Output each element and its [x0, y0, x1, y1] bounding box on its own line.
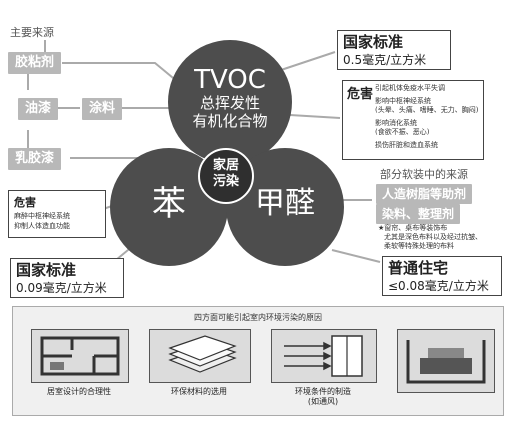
tvoc-hazard-item-3: (头晕、头痛、嗜睡、无力、胸闷): [375, 106, 479, 114]
center-badge: 家居 污染: [198, 148, 254, 204]
source-oil-paint-tag: 油漆: [18, 98, 59, 120]
formaldehyde-circle: 甲醛: [226, 148, 344, 266]
tvoc-circle: TVOC 总挥发性 有机化合物: [168, 40, 292, 164]
tvoc-hazard-item-6: 损伤肝脏和造血系统: [375, 141, 438, 149]
benzene-standard-value: 0.09毫克/立方米: [16, 281, 107, 295]
benzene-hazard-item-1: 麻醉中枢神经系统: [14, 212, 70, 220]
formaldehyde-standard-box: 普通住宅 ≤0.08毫克/立方米: [382, 256, 502, 296]
main-sources-label: 主要来源: [10, 26, 54, 39]
bottom-causes-panel: 四方面可能引起室内环境污染的原因 居室设计的合理性 环保材料的选用 环境条: [12, 306, 504, 416]
source-latex-tag: 乳胶漆: [8, 148, 62, 170]
benzene-circle: 苯: [110, 148, 228, 266]
formaldehyde-title: 甲醛: [255, 186, 315, 221]
benzene-standard-title: 国家标准: [16, 261, 77, 279]
soft-note-3: 柔软等特殊处理的布料: [384, 242, 454, 250]
benzene-title: 苯: [152, 184, 186, 224]
tvoc-hazard-item-5: (食欲不振、恶心): [375, 128, 430, 136]
tvoc-standard-box: 国家标准 0.5毫克/立方米: [337, 30, 451, 70]
soft-source-dye-tag: 染料、整理剂: [376, 204, 461, 224]
caption-material: 环保材料的选用: [171, 387, 227, 396]
material-layers-icon: [149, 329, 251, 383]
tvoc-hazard-box: 危害 引起机体免疫水平失调 影响中枢神经系统 (头晕、头痛、嗜睡、无力、胸闷) …: [342, 80, 484, 160]
source-coating-tag: 涂料: [82, 98, 123, 120]
benzene-standard-box: 国家标准 0.09毫克/立方米: [10, 258, 124, 298]
tvoc-line2: 有机化合物: [192, 112, 268, 130]
source-adhesive-tag: 胶粘剂: [8, 52, 62, 74]
tvoc-title: TVOC: [194, 65, 266, 95]
tvoc-hazard-item-2: 影响中枢神经系统: [375, 97, 431, 105]
tvoc-hazard-title: 危害: [347, 87, 374, 102]
soft-note-2: 尤其是深色布料以及经过抗皱、: [384, 233, 482, 241]
benzene-hazard-item-2: 抑制人体造血功能: [14, 222, 70, 230]
tvoc-hazard-item-4: 影响消化系统: [375, 119, 417, 127]
benzene-hazard-box: 危害 麻醉中枢神经系统 抑制人体造血功能: [8, 190, 106, 238]
center-line2: 污染: [212, 174, 239, 189]
formaldehyde-standard-title: 普通住宅: [388, 259, 449, 277]
ventilation-icon: [271, 329, 377, 383]
benzene-hazard-title: 危害: [14, 196, 36, 209]
tvoc-standard-value: 0.5毫克/立方米: [343, 53, 427, 67]
tvoc-standard-title: 国家标准: [343, 33, 404, 51]
soft-source-resin-tag: 人造树脂等助剂: [376, 184, 473, 204]
soft-note-1: ★窗帘、桌布等装饰布: [378, 224, 448, 232]
center-line1: 家居: [212, 158, 239, 173]
tvoc-line1: 总挥发性: [199, 94, 260, 112]
room-furniture-icon: [397, 329, 495, 393]
tvoc-hazard-item-1: 引起机体免疫水平失调: [375, 84, 445, 92]
caption-design: 居室设计的合理性: [47, 387, 111, 396]
floor-plan-icon: [31, 329, 129, 383]
formaldehyde-standard-value: ≤0.08毫克/立方米: [388, 279, 489, 293]
soft-sources-title: 部分软装中的来源: [380, 168, 468, 181]
caption-environment: 环境条件的制造: [295, 387, 351, 396]
bottom-title: 四方面可能引起室内环境污染的原因: [194, 313, 322, 322]
caption-environment-sub: (如通风): [307, 397, 339, 406]
